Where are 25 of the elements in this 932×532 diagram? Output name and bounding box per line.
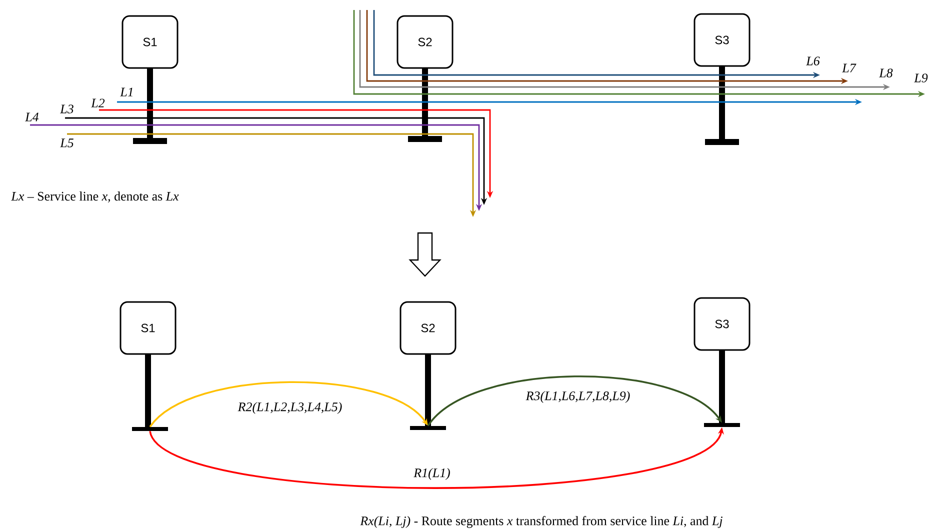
station-box: S3	[694, 13, 750, 67]
station-box: S1	[120, 301, 176, 355]
line-label: L4	[25, 112, 39, 122]
line-label: L7	[842, 64, 856, 72]
pole-base	[410, 426, 446, 430]
line-label: L3	[60, 104, 74, 114]
station-box: S2	[396, 15, 454, 69]
edge-label: R1(L1)	[412, 467, 452, 481]
line-label: L2	[91, 98, 105, 108]
pole-base	[132, 427, 168, 431]
station-box: S2	[400, 301, 456, 355]
route-arc	[427, 376, 722, 426]
pole-base	[704, 423, 740, 427]
note: Rx(Li, Lj) - Route segments x transformed from service line Li, and Lj	[360, 516, 722, 528]
note: Lx – Service line x, denote as Lx	[11, 192, 179, 202]
line-label: L1	[120, 88, 132, 96]
line-label: L9	[914, 74, 928, 82]
route-arc	[149, 381, 428, 428]
line-label: L8	[879, 68, 893, 78]
line-label: L5	[60, 138, 74, 148]
edge-label: R2(L1,L2,L3,L4,L5)	[236, 401, 344, 415]
station-box: S3	[694, 297, 750, 351]
line-label: L6	[806, 56, 820, 66]
station-box: S1	[122, 15, 178, 69]
edge-label: R3(L1,L6,L7,L8,L9)	[524, 390, 632, 404]
